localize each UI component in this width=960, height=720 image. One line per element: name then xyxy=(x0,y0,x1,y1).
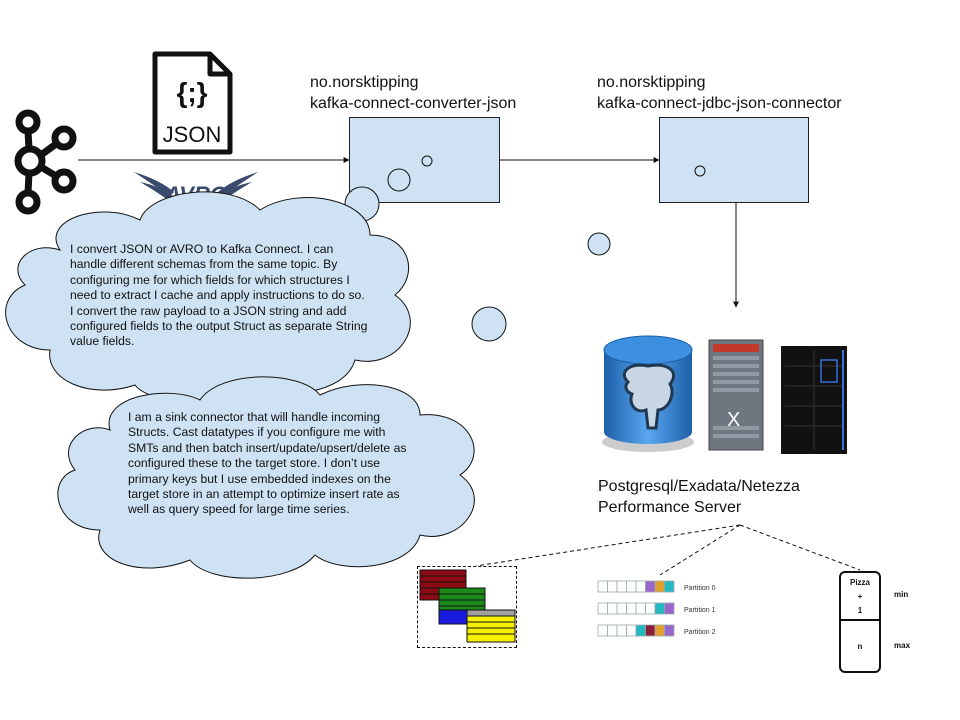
target-store-line1: Postgresql/Exadata/Netezza xyxy=(598,478,800,495)
partition-cell xyxy=(626,624,637,637)
jdbc-title-line1: no.norsktipping xyxy=(597,74,706,91)
partition-cell xyxy=(635,602,646,615)
index-column xyxy=(839,571,881,673)
partition-cell xyxy=(664,602,675,615)
stacked-tables-icon xyxy=(419,569,516,643)
index-min-label: min xyxy=(894,590,908,599)
index-top-line3: 1 xyxy=(858,606,863,615)
partition-cell xyxy=(654,602,665,615)
partitions-diagram: Partition 0 Partition 1 Partition 2 xyxy=(597,580,716,637)
partition-cell xyxy=(654,580,665,593)
partition-cell xyxy=(645,624,656,637)
jdbc-title: no.norsktipping kafka-connect-jdbc-json-… xyxy=(597,72,842,114)
dashed-link-right xyxy=(739,524,861,571)
jdbc-connector-box xyxy=(659,117,809,203)
partition-cell xyxy=(616,580,627,593)
sink-cloud xyxy=(57,376,475,579)
json-file-icon: {;} JSON xyxy=(152,51,233,155)
partition-cell xyxy=(607,602,618,615)
converter-title: no.norsktipping kafka-connect-converter-… xyxy=(310,72,516,114)
dashed-link-left xyxy=(475,524,741,567)
thought-bubble-medium xyxy=(387,168,411,192)
sink-cloud-text: I am a sink connector that will handle i… xyxy=(128,410,407,517)
partition-cell xyxy=(635,624,646,637)
partition-cell xyxy=(597,602,608,615)
partition-cell xyxy=(607,580,618,593)
partition-cell xyxy=(607,624,618,637)
partition-cell xyxy=(616,602,627,615)
index-max-label: max xyxy=(894,641,911,650)
partition-cell xyxy=(626,580,637,593)
partition-label: Partition 0 xyxy=(684,585,716,592)
partition-cell xyxy=(664,624,675,637)
target-store-label: Postgresql/Exadata/Netezza Performance S… xyxy=(598,476,800,518)
exadata-server-icon: X xyxy=(708,339,764,451)
partition-cell xyxy=(635,580,646,593)
index-top-line1: Pizza xyxy=(850,578,871,587)
index-top-line2: + xyxy=(858,592,863,601)
partition-cell xyxy=(616,624,627,637)
json-label: JSON xyxy=(163,122,222,147)
netezza-server-icon xyxy=(781,346,847,454)
partition-label: Partition 2 xyxy=(684,629,716,636)
json-braces-glyph: {;} xyxy=(176,77,207,108)
partition-cell xyxy=(626,602,637,615)
index-panel: Pizza + 1 n min max xyxy=(839,571,911,673)
index-bottom: n xyxy=(858,642,863,651)
partition-cell xyxy=(654,624,665,637)
converter-title-line1: no.norsktipping xyxy=(310,74,419,91)
postgresql-logo-icon xyxy=(602,335,694,452)
partition-cell xyxy=(645,602,656,615)
thought-bubble-small xyxy=(694,165,706,177)
jdbc-title-line2: kafka-connect-jdbc-json-connector xyxy=(597,95,842,112)
converter-title-line2: kafka-connect-converter-json xyxy=(310,95,517,112)
partition-cell xyxy=(597,580,608,593)
converter-cloud-text: I convert JSON or AVRO to Kafka Connect.… xyxy=(70,242,368,349)
partition-cell xyxy=(645,580,656,593)
partition-cell xyxy=(597,624,608,637)
dashed-link-middle xyxy=(659,524,741,576)
exadata-letter: X xyxy=(727,409,740,431)
thought-bubble-large xyxy=(471,306,507,342)
thought-bubble-small xyxy=(421,155,433,167)
target-store-line2: Performance Server xyxy=(598,499,742,516)
kafka-logo-icon xyxy=(14,109,77,215)
partition-cell xyxy=(664,580,675,593)
partition-label: Partition 1 xyxy=(684,607,716,614)
thought-bubble-medium xyxy=(587,232,611,256)
converter-cloud xyxy=(5,191,411,403)
